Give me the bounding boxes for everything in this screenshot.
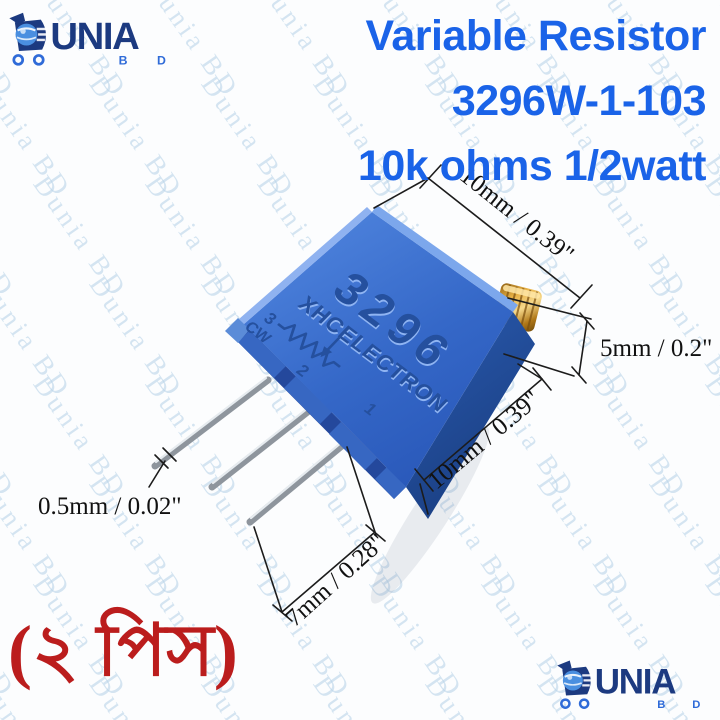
- lead-pins: [151, 376, 348, 526]
- brand-wordmark: UNIA: [595, 662, 677, 701]
- lead-pin-2: [208, 406, 314, 491]
- cart-icon: [9, 12, 48, 51]
- potentiometer-symbol: [277, 323, 341, 368]
- product-title-line-3: 10k ohms 1/2watt: [357, 142, 707, 190]
- potentiometer-body: 3296 3296 XHCELECTRON XHCELECTRON 3 CW 2…: [225, 205, 542, 519]
- dimension-label-lead-diameter: 0.5mm / 0.02": [38, 493, 182, 520]
- globe-icon: [562, 670, 583, 690]
- dimension-label-lead-length: 7mm / 0.28": [281, 529, 392, 633]
- lead-pin-1: [151, 376, 272, 470]
- globe-icon: [15, 23, 38, 46]
- mount-tab: [225, 318, 250, 343]
- product-title-line-2: 3296W-1-103: [451, 77, 707, 125]
- dunia-logo-graphic: UNIA B D: [557, 660, 700, 711]
- cart-wheels-icon: [560, 697, 590, 709]
- quantity-label: (২ পিস): [8, 611, 238, 691]
- product-title: Variable Resistor 3296W-1-103 10k ohms 1…: [357, 4, 707, 199]
- dunia-logo-bottom-right: UNIA B D: [556, 658, 706, 711]
- lead-pin-3: [246, 440, 348, 526]
- brand-letter-b: B: [119, 54, 128, 68]
- dim-screw-side: 5mm / 0.2": [503, 297, 712, 384]
- dim-lead-diameter: 0.5mm / 0.02": [38, 447, 182, 520]
- brand-letter-b: B: [657, 699, 665, 711]
- body-front-face: [244, 212, 513, 487]
- product-title-line-1: Variable Resistor: [365, 12, 707, 60]
- brand-wordmark: UNIA: [50, 15, 139, 58]
- cart-icon: [557, 660, 593, 695]
- dimension-label-screw-side: 5mm / 0.2": [600, 335, 712, 362]
- dunia-logo-graphic: UNIA B D: [9, 12, 166, 68]
- dunia-logo-top-left: UNIA B D: [8, 10, 172, 67]
- cart-wheels-icon: [12, 54, 45, 66]
- brand-letter-d: D: [157, 54, 166, 68]
- brand-letter-d: D: [692, 699, 700, 711]
